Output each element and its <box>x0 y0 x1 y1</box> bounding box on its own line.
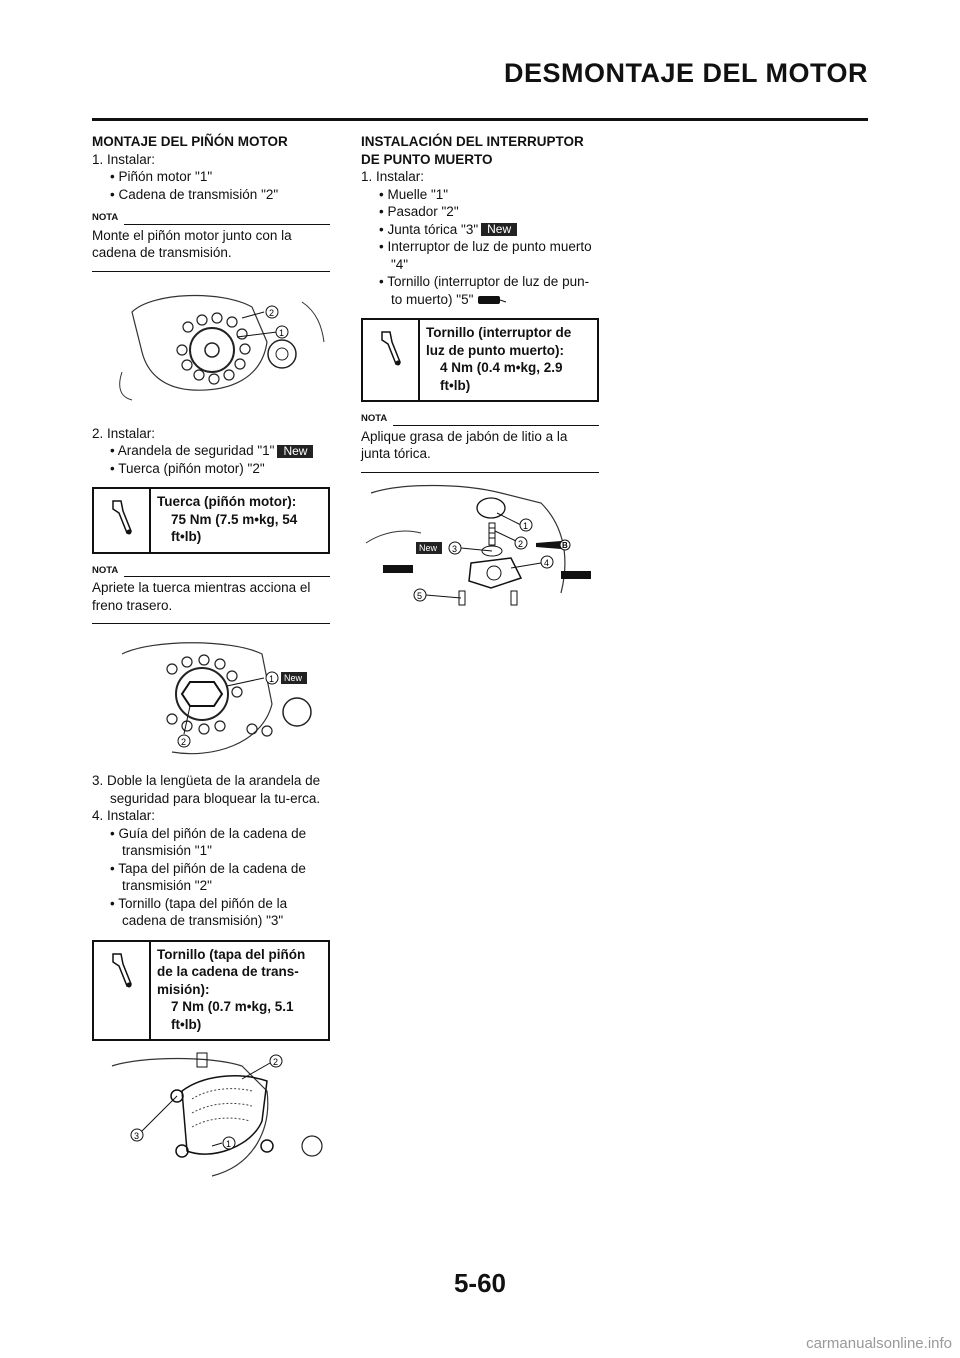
torque-label: Tornillo (tapa del piñón de la cadena de… <box>157 946 306 997</box>
torque-box-tornillo-tapa: Tornillo (tapa del piñón de la cadena de… <box>92 939 330 1041</box>
torque-box-tuerca: Tuerca (piñón motor): 75 Nm (7.5 m•kg, 5… <box>92 487 330 554</box>
list-item: • Guía del piñón de la cadena de transmi… <box>110 825 307 859</box>
nota-box-3: NOTA Aplique grasa de jabón de litio a l… <box>361 410 599 473</box>
new-badge: New <box>419 543 438 553</box>
torque-label: Tuerca (piñón motor): <box>157 494 297 509</box>
step-3: 3. Doble la lengüeta de la arandela de s… <box>92 773 321 806</box>
locking-agent-icon <box>478 295 507 304</box>
callout-4: 4 <box>544 558 549 568</box>
list-item: • Tuerca (piñón motor) "2" <box>110 460 265 476</box>
nota-text: Aplique grasa de jabón de litio a la jun… <box>361 428 599 473</box>
list-item: • Pasador "2" <box>379 204 459 219</box>
torque-label: Tornillo (interruptor de luz de punto mu… <box>426 325 572 358</box>
callout-1: 1 <box>226 1139 231 1149</box>
step-2: 2. Instalar: <box>92 425 156 441</box>
torque-wrench-icon <box>111 952 132 987</box>
torque-wrench-icon <box>111 500 132 535</box>
nota-text: Apriete la tuerca mientras acciona el fr… <box>92 579 330 624</box>
callout-1: 1 <box>523 521 528 531</box>
step-4: 4. Instalar: <box>92 808 156 823</box>
page-number: 5-60 <box>453 1268 507 1298</box>
new-badge: New <box>277 444 314 458</box>
callout-3: 3 <box>452 544 457 554</box>
figure-sprocket-chain: 2 1 <box>92 282 330 417</box>
header-rule <box>92 118 868 121</box>
grease-icon: B <box>562 541 568 550</box>
callout-1: 1 <box>279 328 284 338</box>
nota-text: Monte el piñón motor junto con la cadena… <box>92 227 330 272</box>
torque-box-interruptor: Tornillo (interruptor de luz de punto mu… <box>361 318 599 402</box>
list-item: • Tornillo (interruptor de luz de pun-to… <box>379 274 590 307</box>
section-heading-interruptor: INSTALACIÓN DEL INTERRUPTOR DE PUNTO MUE… <box>361 134 584 167</box>
list-item: • Interruptor de luz de punto muerto "4" <box>379 239 592 272</box>
list-item: • Piñón motor "1" <box>110 169 213 184</box>
step-1: 1. Instalar: <box>361 169 425 184</box>
right-column: INSTALACIÓN DEL INTERRUPTOR DE PUNTO MUE… <box>361 133 599 626</box>
figure-sprocket-cover: 2 1 3 <box>92 1051 330 1181</box>
nota-label: NOTA <box>361 413 388 424</box>
callout-5: 5 <box>417 591 422 601</box>
step-1: 1. Instalar: <box>92 151 156 167</box>
torque-wrench-icon <box>380 331 401 366</box>
nota-label: NOTA <box>92 212 119 223</box>
left-column: MONTAJE DEL PIÑÓN MOTOR 1. Instalar: • P… <box>92 133 330 1189</box>
list-item: • Arandela de seguridad "1"New <box>92 442 330 460</box>
figure-neutral-switch: 1 2 3 New 4 5 B <box>361 483 599 618</box>
callout-2: 2 <box>273 1057 278 1067</box>
footer-watermark[interactable]: carmanualsonline.info <box>806 1335 952 1352</box>
list-item: • Muelle "1" <box>379 186 449 202</box>
list-item: • Tapa del piñón de la cadena de transmi… <box>110 860 306 894</box>
nota-label: NOTA <box>92 564 119 576</box>
callout-2: 2 <box>269 308 274 318</box>
nota-box-2: NOTA Apriete la tuerca mientras acciona … <box>92 562 330 624</box>
torque-value: 75 Nm (7.5 m•kg, 54 ft•lb) <box>171 511 298 545</box>
callout-2: 2 <box>181 737 186 747</box>
list-item: • Tornillo (tapa del piñón de la cadena … <box>110 895 288 929</box>
list-item: • Cadena de transmisión "2" <box>110 186 279 202</box>
page-title: DESMONTAJE DEL MOTOR <box>503 58 868 88</box>
new-badge: New <box>284 673 303 683</box>
nota-box-1: NOTA Monte el piñón motor junto con la c… <box>92 209 330 272</box>
callout-3: 3 <box>134 1131 139 1141</box>
section-heading-pinon: MONTAJE DEL PIÑÓN MOTOR <box>92 134 288 149</box>
list-item: • Junta tórica "3"New <box>361 221 599 239</box>
callout-1: 1 <box>269 674 274 684</box>
figure-nut-washer: 1 New 2 <box>92 634 330 764</box>
torque-value: 4 Nm (0.4 m•kg, 2.9 ft•lb) <box>440 360 563 393</box>
new-badge: New <box>481 223 518 237</box>
torque-value: 7 Nm (0.7 m•kg, 5.1 ft•lb) <box>171 999 294 1032</box>
callout-2: 2 <box>518 539 523 549</box>
